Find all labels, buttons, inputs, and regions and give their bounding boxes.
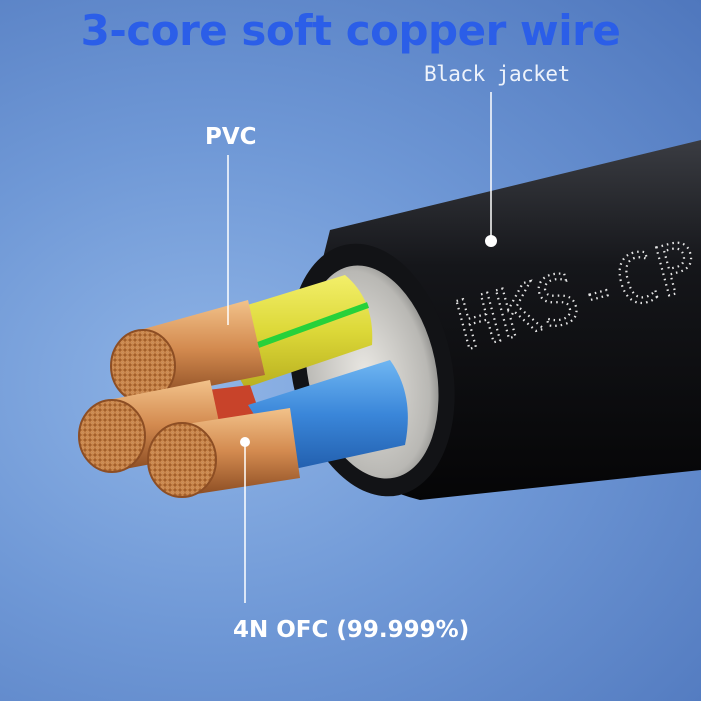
copper-end-left	[78, 399, 146, 473]
conductor-label: 4N OFC (99.999%)	[233, 617, 470, 643]
callout-dot-jacket	[485, 235, 497, 247]
callout-dot-ofc	[240, 437, 250, 447]
copper-end-front	[147, 422, 217, 498]
green-stripe	[256, 302, 370, 348]
pvc-label: PVC	[205, 124, 257, 150]
page-title: 3-core soft copper wire	[80, 6, 621, 55]
jacket-label: Black jacket	[424, 62, 570, 86]
